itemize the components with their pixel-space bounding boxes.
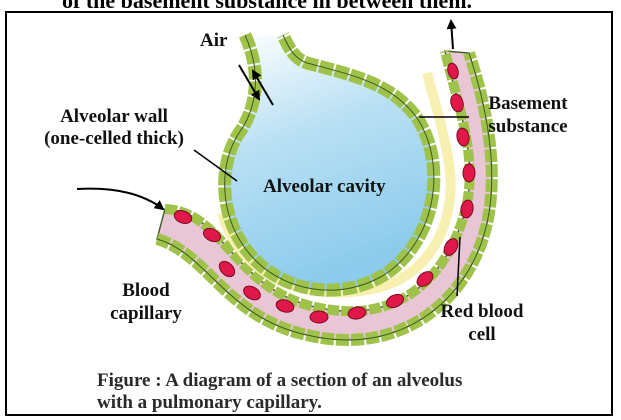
- basement-label: Basement: [473, 93, 583, 114]
- blood-out-arrow: [451, 21, 453, 49]
- cell-label: cell: [427, 324, 537, 345]
- blood-in-arrow: [77, 189, 163, 209]
- alveolar-wall-note: (one-celled thick): [29, 128, 199, 149]
- alveolus-diagram: [7, 13, 613, 416]
- blood-label: Blood: [101, 280, 191, 301]
- caption-line-2: with a pulmonary capillary.: [97, 392, 462, 414]
- alveolar-wall-label: Alveolar wall: [29, 106, 199, 127]
- figure-caption: Figure : A diagram of a section of an al…: [97, 370, 462, 414]
- substance-label: substance: [473, 116, 583, 137]
- alveolar-cavity-label: Alveolar cavity: [263, 176, 386, 197]
- air-label: Air: [200, 30, 227, 51]
- figure-frame: Air Alveolar wall (one-celled thick) Bas…: [5, 11, 613, 416]
- capillary-label: capillary: [91, 303, 201, 324]
- caption-line-1: Figure : A diagram of a section of an al…: [97, 370, 462, 392]
- red-blood-label: Red blood: [427, 301, 537, 322]
